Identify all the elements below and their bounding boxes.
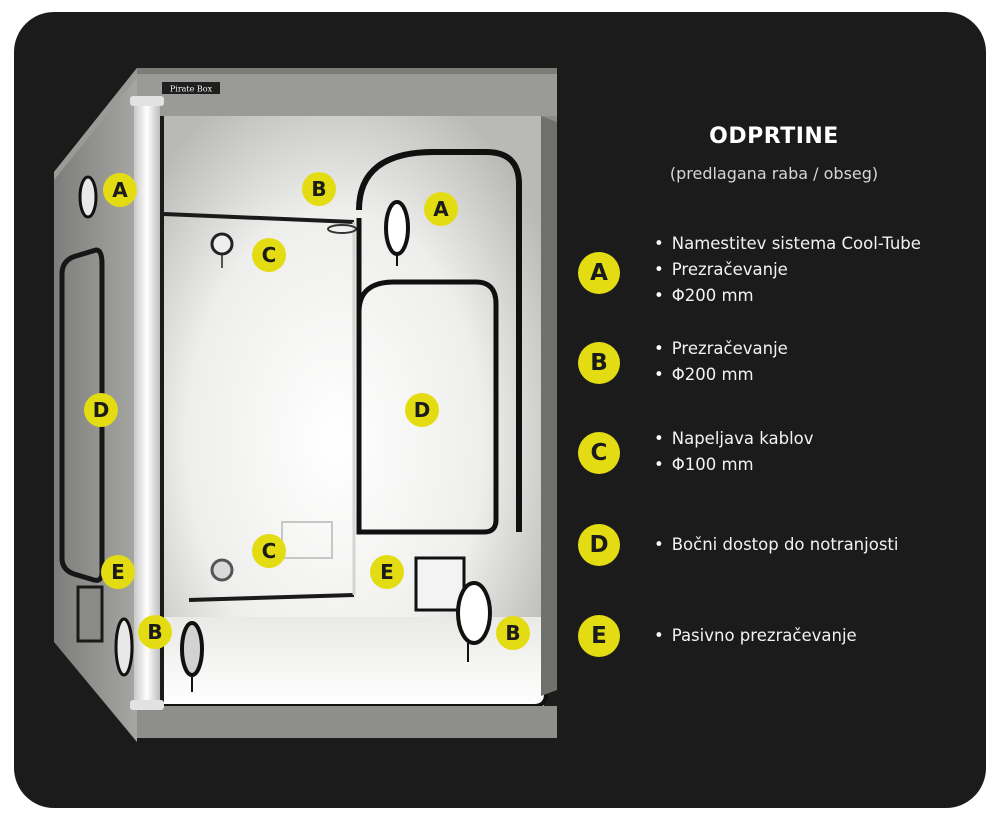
lower-crossbar: [188, 593, 355, 602]
marker-d-left: D: [84, 393, 118, 427]
legend-badge-c: C: [578, 432, 620, 474]
legend-item: Namestitev sistema Cool-Tube: [654, 231, 921, 257]
marker-e-left: E: [101, 555, 135, 589]
legend-item: Bočni dostop do notranjosti: [654, 532, 899, 558]
grow-tent-illustration: Pirate Box: [54, 68, 557, 742]
legend-list-b: Prezračevanje Φ200 mm: [654, 336, 788, 388]
front-vent-window: [414, 556, 466, 612]
upper-crossbar: [163, 212, 355, 224]
legend-list-e: Pasivno prezračevanje: [654, 623, 857, 649]
legend-badge-e: E: [578, 615, 620, 657]
marker-b-right: B: [496, 616, 530, 650]
front-door-top-arch: [356, 149, 522, 532]
legend-item: Φ200 mm: [654, 283, 921, 309]
front-door-opening: [356, 218, 499, 535]
back-cable-port-lower: [210, 558, 234, 582]
corner-pole: [134, 98, 160, 710]
marker-b-top: B: [302, 172, 336, 206]
legend-list-d: Bočni dostop do notranjosti: [654, 532, 899, 558]
legend-badge-a: A: [578, 252, 620, 294]
marker-e-right: E: [370, 555, 404, 589]
legend-list-a: Namestitev sistema Cool-Tube Prezračevan…: [654, 231, 921, 309]
marker-c-upper: C: [252, 238, 286, 272]
legend-badge-d: D: [578, 524, 620, 566]
diagram-title: ODPRTINE: [709, 124, 839, 149]
marker-a-left: A: [103, 173, 137, 207]
legend-item: Φ100 mm: [654, 452, 814, 478]
front-port-bottom: [456, 581, 492, 645]
back-cable-port-upper: [210, 232, 234, 256]
marker-d-right: D: [405, 393, 439, 427]
diagram-subtitle: (predlagana raba / obseg): [669, 164, 879, 183]
brand-logo-text: Pirate Box: [170, 85, 213, 94]
legend-list-c: Napeljava kablov Φ100 mm: [654, 426, 814, 478]
brand-logo-plate: [162, 82, 220, 94]
marker-b-left: B: [138, 615, 172, 649]
legend-item: Napeljava kablov: [654, 426, 814, 452]
legend-item: Pasivno prezračevanje: [654, 623, 857, 649]
back-port-top: [327, 224, 357, 234]
left-port-top: [78, 175, 98, 219]
tent-floor: [164, 617, 544, 706]
front-port-top: [384, 200, 410, 256]
marker-c-lower: C: [252, 534, 286, 568]
legend-badge-b: B: [578, 342, 620, 384]
left-port-bottom: [114, 617, 134, 677]
legend-item: Prezračevanje: [654, 257, 921, 283]
diagram-panel: Pirate Box A: [14, 12, 986, 808]
marker-a-right: A: [424, 192, 458, 226]
legend-item: Φ200 mm: [654, 362, 788, 388]
left-side-vent: [76, 585, 104, 643]
floor-port-left: [180, 621, 204, 677]
legend-item: Prezračevanje: [654, 336, 788, 362]
